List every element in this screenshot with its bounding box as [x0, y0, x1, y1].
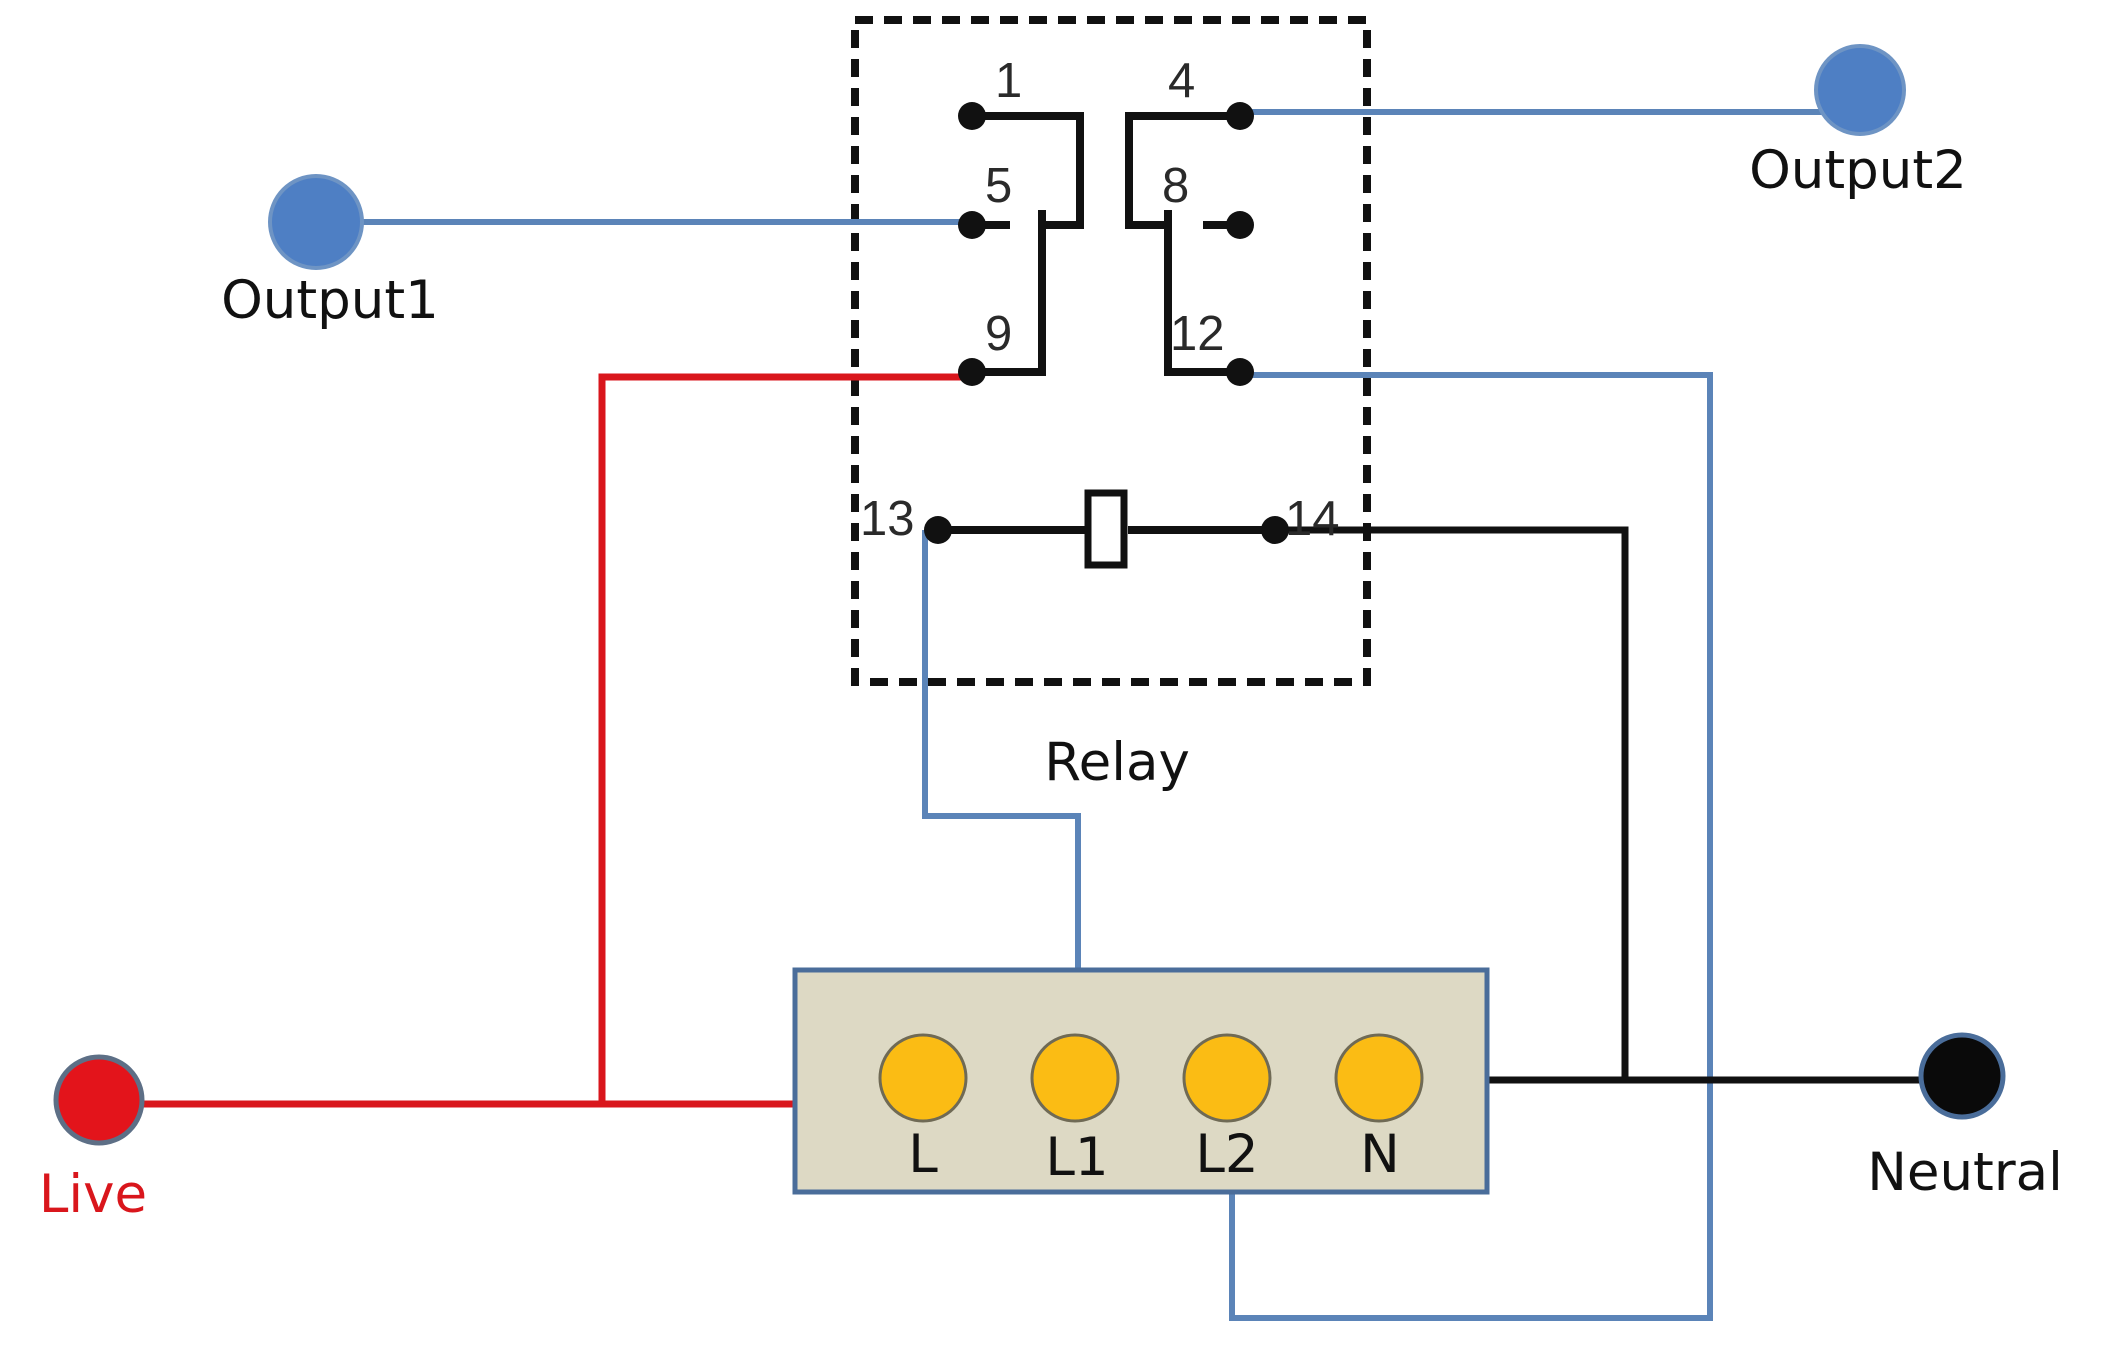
- black-wires: [1275, 526, 1970, 1084]
- pin-8-label: 8: [1162, 159, 1189, 213]
- output1-label: Output1: [221, 270, 439, 331]
- terminal-l2: [1182, 1033, 1272, 1123]
- relay-contacts: [938, 112, 1275, 534]
- red-wires: [140, 373, 972, 1108]
- terminal-l: [878, 1033, 968, 1123]
- neutral-node: [1918, 1032, 2006, 1120]
- terminal-l1: [1030, 1033, 1120, 1123]
- relay-label: Relay: [1044, 732, 1190, 793]
- pin-14-label: 14: [1285, 492, 1340, 546]
- terminal-n: [1334, 1033, 1424, 1123]
- terminal-l1-label: L1: [1045, 1127, 1108, 1188]
- relay-enclosure: [851, 16, 1371, 686]
- relay-coil: [1084, 489, 1128, 569]
- pin-4-label: 4: [1168, 54, 1195, 108]
- pin-12-label: 12: [1170, 307, 1225, 361]
- relay-pin-dots: [924, 102, 1289, 544]
- pin-1-label: 1: [995, 54, 1022, 108]
- pin-13-label: 13: [860, 492, 915, 546]
- terminal-l-label: L: [908, 1124, 938, 1185]
- neutral-label: Neutral: [1867, 1142, 2063, 1203]
- live-node: [53, 1054, 145, 1146]
- pin-9-label: 9: [985, 307, 1012, 361]
- terminal-n-label: N: [1360, 1124, 1400, 1185]
- pin-5-label: 5: [985, 159, 1012, 213]
- output1-node: [268, 174, 364, 270]
- live-label: Live: [39, 1164, 147, 1225]
- output2-node: [1814, 44, 1906, 136]
- blue-wires: [316, 109, 1868, 1321]
- output2-label: Output2: [1749, 140, 1967, 201]
- terminal-l2-label: L2: [1195, 1124, 1258, 1185]
